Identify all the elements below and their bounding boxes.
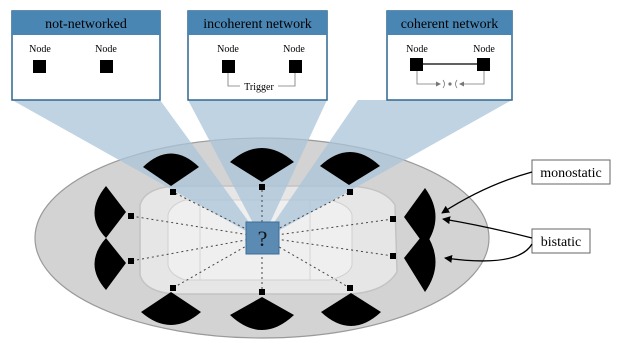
node-label: Node xyxy=(29,44,51,55)
radar-lobe-icon xyxy=(321,293,381,326)
panel-coherent-network: coherent network Node Node xyxy=(386,10,513,101)
panel-not-networked: not-networked Node Node xyxy=(11,10,161,101)
sensor-node-icon xyxy=(222,60,235,73)
sensor-node-icon xyxy=(259,184,265,190)
sensor-node-icon xyxy=(390,253,396,259)
panel-title: coherent network xyxy=(401,17,499,32)
bistatic-arrow-upper xyxy=(442,216,533,239)
sensor-node-icon xyxy=(170,285,176,291)
radar-lobe-icon xyxy=(320,152,380,185)
node-label: Node xyxy=(95,44,117,55)
sensor-nodes xyxy=(128,184,396,295)
sensor-node-icon xyxy=(347,189,353,195)
trigger-line xyxy=(227,73,296,87)
node-label: Node xyxy=(217,44,239,55)
panel-title: incoherent network xyxy=(203,17,311,32)
sensor-node-icon xyxy=(170,189,176,195)
monostatic-arrow xyxy=(441,171,533,214)
radar-lobe-icon xyxy=(143,153,199,186)
callout-bistatic: bistatic xyxy=(531,228,591,254)
sensor-node-icon xyxy=(33,60,46,73)
sensor-node-icon xyxy=(128,213,134,219)
sensor-node-icon xyxy=(477,58,490,71)
radar-lobe-icon xyxy=(230,297,294,330)
radar-lobe-icon xyxy=(94,186,126,238)
panel-header xyxy=(387,11,512,35)
panel-header xyxy=(12,11,160,35)
callout-monostatic: monostatic xyxy=(531,159,611,185)
bistatic-label: bistatic xyxy=(541,235,581,250)
sensor-node-icon xyxy=(410,58,423,71)
panel-title: not-networked xyxy=(45,17,127,32)
signal-arrows xyxy=(416,71,485,89)
trigger-label: Trigger xyxy=(244,82,274,93)
sensor-node-icon xyxy=(289,60,302,73)
radar-lobe-icon xyxy=(141,292,201,325)
sensor-node-icon xyxy=(128,258,134,264)
monostatic-label: monostatic xyxy=(540,166,601,181)
node-label: Node xyxy=(473,44,495,55)
node-label: Node xyxy=(406,44,428,55)
radar-lobe-icon xyxy=(404,188,436,246)
sensor-node-icon xyxy=(259,289,265,295)
radar-lobe-icon xyxy=(94,238,126,290)
panel-incoherent-network: incoherent network Node Node Trigger xyxy=(187,10,328,101)
sensor-node-icon xyxy=(390,216,396,222)
panel-header xyxy=(188,11,327,35)
bistatic-arrow-lower xyxy=(444,243,533,263)
central-unit-box xyxy=(245,221,280,255)
sensor-node-icon xyxy=(347,285,353,291)
node-label: Node xyxy=(283,44,305,55)
radar-lobe-icon xyxy=(404,232,436,292)
radar-lobe-icon xyxy=(230,148,294,182)
central-unit-label: ? xyxy=(258,226,268,251)
callout-arrows xyxy=(441,171,533,263)
radar-lobes xyxy=(94,148,436,330)
sensor-node-icon xyxy=(100,60,113,73)
